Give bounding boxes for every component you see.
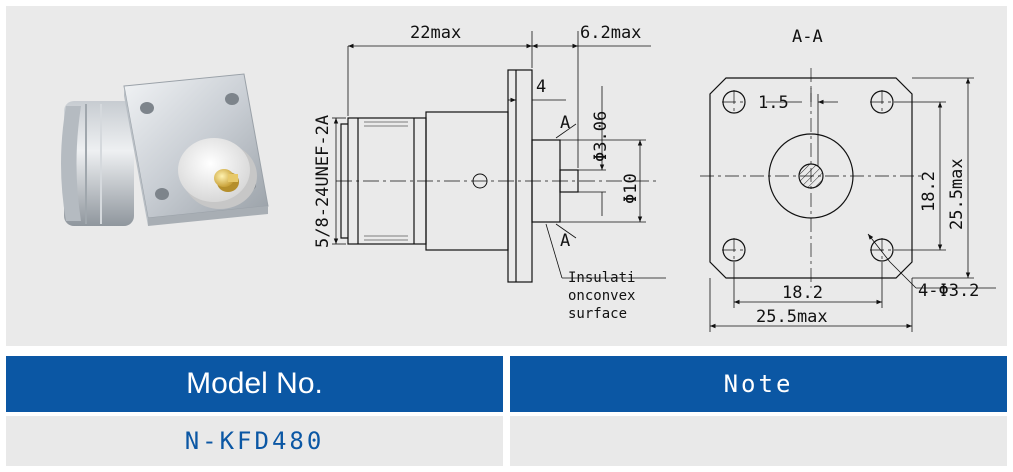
dim-flange-thickness-label: 4 bbox=[536, 77, 546, 97]
dim-hole-spacing-horizontal-label: 18.2 bbox=[782, 283, 823, 303]
section-marker-top: A bbox=[560, 113, 570, 133]
connector-photo bbox=[61, 73, 269, 226]
dim-hole-offset-label: 1.5 bbox=[758, 93, 789, 113]
side-view-drawing bbox=[332, 31, 666, 283]
dim-pin-diameter-label: Φ3.06 bbox=[591, 111, 611, 162]
dim-mount-holes-label: 4-Φ3.2 bbox=[918, 281, 979, 301]
note-header: Note bbox=[510, 356, 1007, 412]
section-marker-bottom: A bbox=[560, 231, 570, 251]
dim-front-label: 6.2max bbox=[580, 23, 641, 43]
model-number-header: Model No. bbox=[6, 356, 503, 412]
dim-length-label: 22max bbox=[410, 23, 461, 43]
insulation-note-line2: onconvex bbox=[568, 288, 635, 304]
thread-spec-label: 5/8-24UNEF-2A bbox=[313, 115, 333, 248]
technical-drawing: 22max 6.2max 4 A A Φ3.06 Φ10 5/8-24UNEF-… bbox=[61, 23, 996, 332]
note-value bbox=[510, 416, 1007, 466]
model-number-value: N-KFD480 bbox=[6, 416, 503, 466]
dim-width-vertical-label: 25.5max bbox=[947, 158, 967, 230]
dim-insulator-diameter-label: Φ10 bbox=[621, 173, 641, 204]
drawing-panel: 22max 6.2max 4 A A Φ3.06 Φ10 5/8-24UNEF-… bbox=[6, 6, 1007, 346]
dim-hole-spacing-vertical-label: 18.2 bbox=[919, 171, 939, 212]
insulation-note-line1: Insulati bbox=[568, 270, 635, 286]
section-title: A-A bbox=[792, 27, 823, 47]
section-view-drawing bbox=[700, 68, 996, 332]
flange-outline bbox=[709, 77, 913, 279]
insulation-note-line3: surface bbox=[568, 306, 627, 322]
dim-width-horizontal-label: 25.5max bbox=[756, 307, 828, 327]
center-pin bbox=[214, 169, 239, 192]
flange-section bbox=[507, 69, 533, 283]
connector-barrel bbox=[61, 101, 134, 226]
